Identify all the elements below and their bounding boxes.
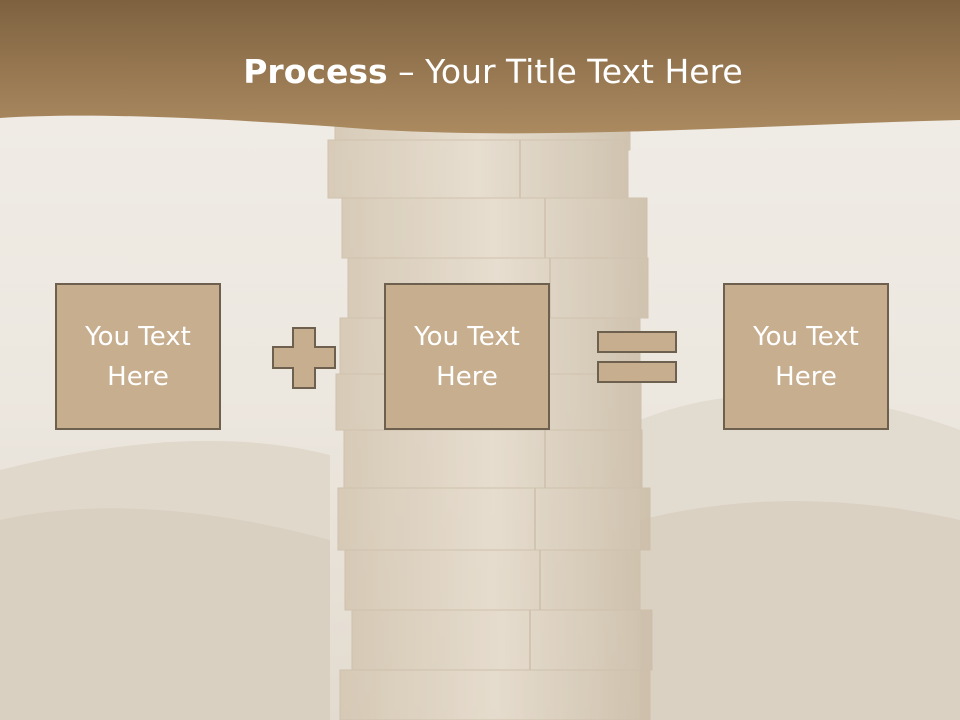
box-2-line1: You Text — [414, 321, 520, 352]
title-rest: – Your Title Text Here — [387, 52, 743, 91]
box-2-line2: Here — [436, 361, 498, 392]
title-bold: Process — [243, 52, 388, 91]
box-1-line2: Here — [107, 361, 169, 392]
process-box-1[interactable]: You Text Here — [55, 283, 221, 430]
header-band — [0, 0, 960, 134]
box-3-line2: Here — [775, 361, 837, 392]
page-title: Process – Your Title Text Here — [0, 52, 960, 91]
box-3-line1: You Text — [753, 321, 859, 352]
box-1-line1: You Text — [85, 321, 191, 352]
equals-icon — [597, 331, 677, 383]
process-box-2[interactable]: You Text Here — [384, 283, 550, 430]
plus-icon — [272, 327, 336, 389]
process-box-3[interactable]: You Text Here — [723, 283, 889, 430]
